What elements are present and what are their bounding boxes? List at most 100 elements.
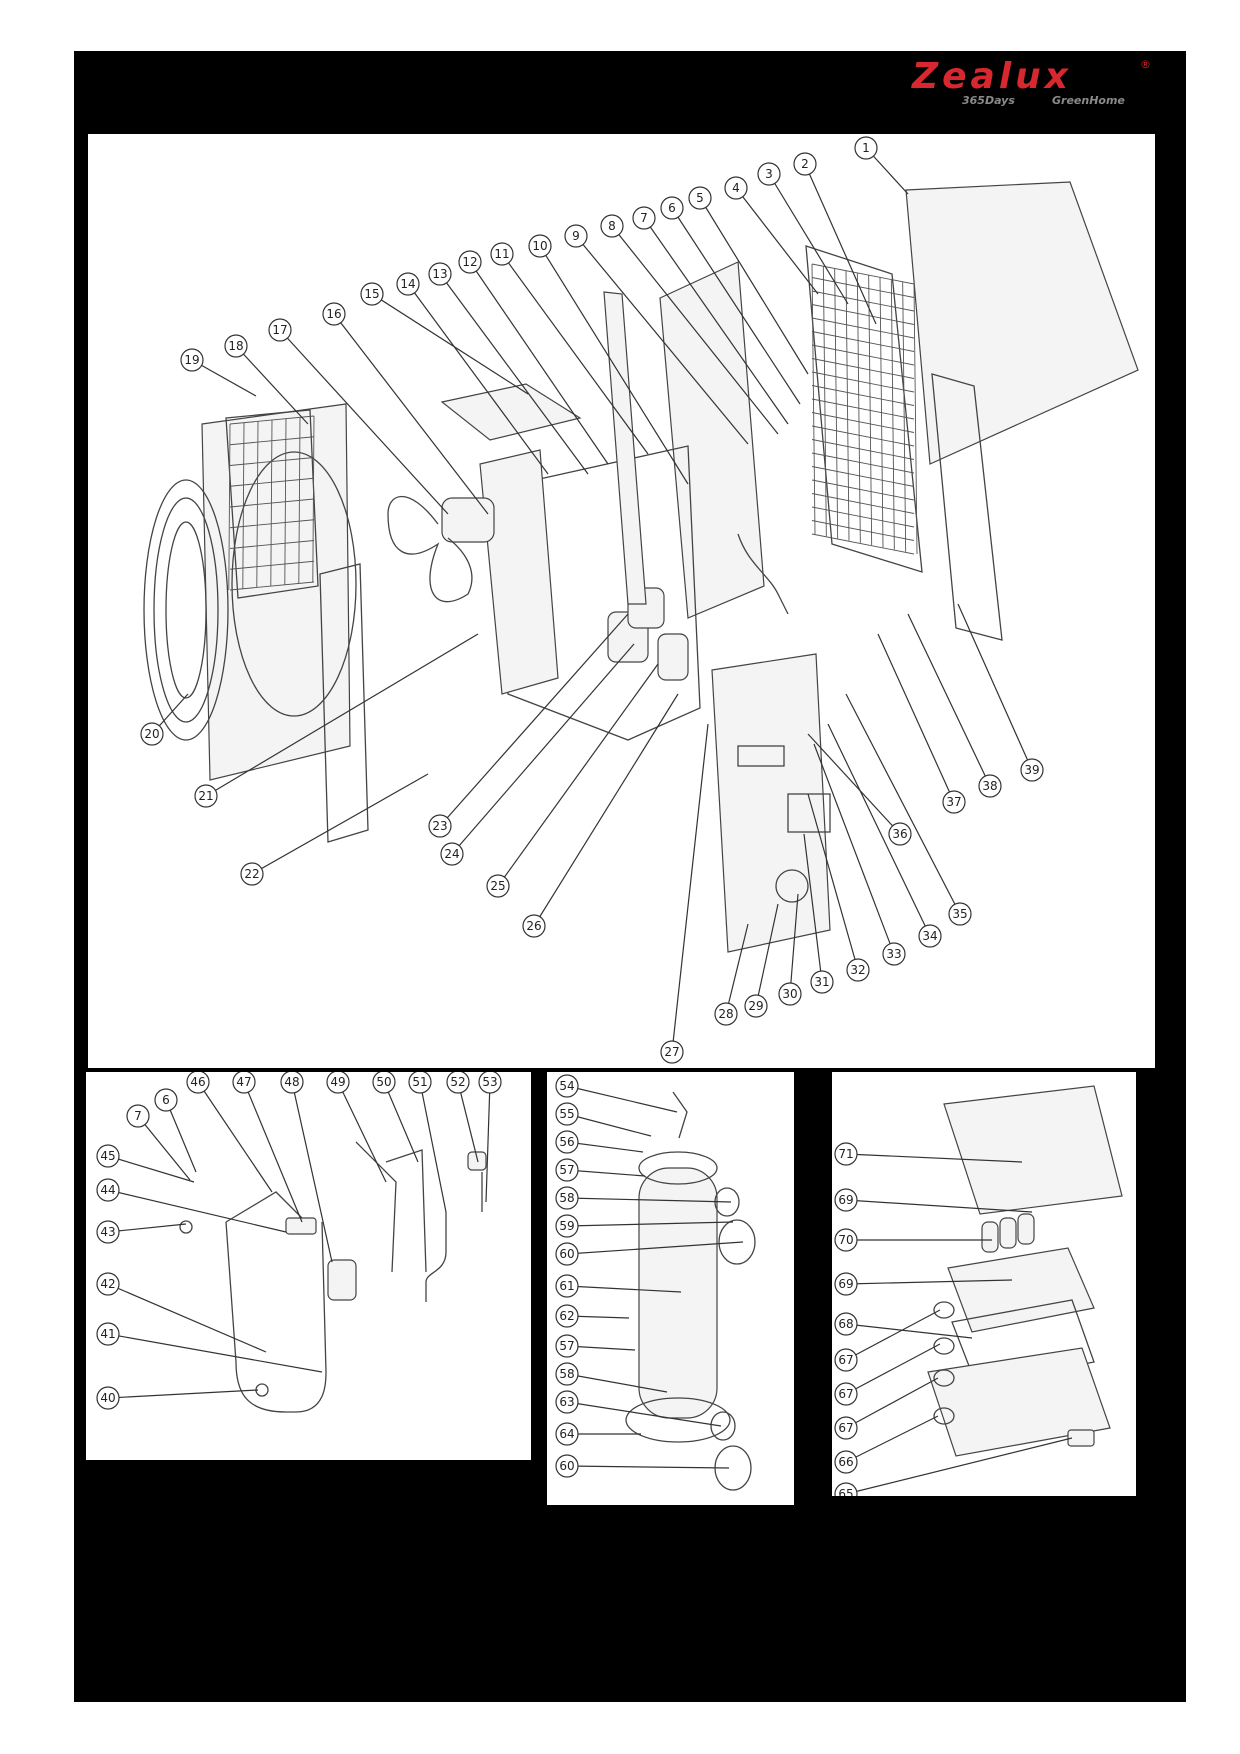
leader-line xyxy=(107,1189,287,1233)
callout-circle xyxy=(555,1186,579,1210)
leader-line xyxy=(107,1283,267,1353)
leader-line xyxy=(107,1389,259,1399)
partition-plate xyxy=(659,261,765,619)
four-way-valve xyxy=(285,1217,317,1235)
callout-number: 21 xyxy=(198,789,213,803)
callout-number: 39 xyxy=(1024,763,1039,777)
leader-line xyxy=(877,633,955,803)
leader-line xyxy=(451,643,635,855)
callout-circle xyxy=(688,186,712,210)
callout-number: 59 xyxy=(559,1219,574,1233)
leader-line xyxy=(469,261,609,465)
callout-circle xyxy=(408,1072,432,1094)
callout-number: 67 xyxy=(838,1353,853,1367)
box-lid xyxy=(943,1085,1123,1215)
callout-number: 35 xyxy=(952,907,967,921)
leader-line xyxy=(566,1113,652,1137)
leader-line xyxy=(191,359,257,397)
leader-line xyxy=(457,1081,479,1163)
callout-circle xyxy=(326,1072,350,1094)
leader-line xyxy=(197,1081,273,1193)
leader-line xyxy=(137,1115,191,1181)
leader-line xyxy=(243,1081,303,1223)
main-callouts: 1234567891011121314151617181920212223242… xyxy=(140,136,1044,1064)
callout-circle xyxy=(186,1072,210,1094)
callout-circle xyxy=(96,1144,120,1168)
callout-number: 69 xyxy=(838,1193,853,1207)
callout-number: 12 xyxy=(462,255,477,269)
leader-line xyxy=(371,293,529,395)
callout-number: 16 xyxy=(326,307,341,321)
callout-circle xyxy=(555,1454,579,1478)
callout-circle xyxy=(555,1304,579,1328)
callout-circle xyxy=(240,862,264,886)
leader-line xyxy=(827,723,931,937)
grommet-2 xyxy=(933,1337,955,1355)
callout-number: 57 xyxy=(559,1339,574,1353)
callout-number: 52 xyxy=(450,1075,465,1089)
callout-number: 70 xyxy=(838,1233,853,1247)
leader-line xyxy=(107,1223,187,1233)
callout-number: 18 xyxy=(228,339,243,353)
callout-number: 9 xyxy=(572,229,580,243)
leader-line xyxy=(755,903,779,1007)
leader-line xyxy=(291,1081,333,1263)
leader-line xyxy=(419,1081,447,1213)
callout-number: 33 xyxy=(886,947,901,961)
wire-54 xyxy=(672,1091,688,1139)
callout-number: 28 xyxy=(718,1007,733,1021)
callout-number: 8 xyxy=(608,219,616,233)
brand-tagline-right: GreenHome xyxy=(1052,94,1125,107)
leader-line xyxy=(845,1343,941,1395)
motor-top-plate xyxy=(440,383,582,441)
callout-circle xyxy=(396,272,420,296)
leader-line xyxy=(845,1415,939,1463)
leader-line xyxy=(845,1323,973,1339)
mounting-plate xyxy=(951,1299,1095,1385)
callout-circle xyxy=(555,1158,579,1182)
main-exploded-view: 1234567891011121314151617181920212223242… xyxy=(140,136,1139,1064)
callout-number: 7 xyxy=(134,1109,142,1123)
leader-line xyxy=(337,1081,387,1183)
callout-circle xyxy=(744,994,768,1018)
brand-name: Zealux xyxy=(911,56,1072,97)
callout-number: 58 xyxy=(559,1367,574,1381)
callout-circle xyxy=(428,262,452,286)
callout-circle xyxy=(528,234,552,258)
callout-circle xyxy=(834,1228,858,1252)
callout-circle xyxy=(948,902,972,926)
terminal-cover-60 xyxy=(718,1219,756,1265)
fan-motor xyxy=(441,497,495,543)
callout-circle xyxy=(232,1072,256,1094)
callout-number: 71 xyxy=(838,1147,853,1161)
callout-circle xyxy=(757,162,781,186)
electric-box-cover xyxy=(711,653,831,953)
leader-line xyxy=(566,1197,732,1203)
grommet-66 xyxy=(933,1407,955,1425)
compressor-bottom xyxy=(625,1397,731,1443)
callout-number: 60 xyxy=(559,1459,574,1473)
callout-number: 30 xyxy=(782,987,797,1001)
pipe-49 xyxy=(355,1141,397,1273)
callout-number: 68 xyxy=(838,1317,853,1331)
callout-circle xyxy=(888,822,912,846)
callout-number: 1 xyxy=(862,141,870,155)
leader-line xyxy=(845,1153,1023,1163)
callout-number: 57 xyxy=(559,1163,574,1177)
callout-number: 24 xyxy=(444,847,459,861)
leader-line xyxy=(539,245,689,485)
callout-number: 6 xyxy=(668,201,676,215)
callout-circle xyxy=(834,1416,858,1440)
leader-line xyxy=(279,329,449,515)
leader-line xyxy=(566,1141,644,1153)
leader-line xyxy=(566,1401,722,1427)
grommet-3 xyxy=(933,1369,955,1387)
fan-blade xyxy=(387,495,473,603)
corner-column xyxy=(603,291,647,605)
callout-number: 53 xyxy=(482,1075,497,1089)
